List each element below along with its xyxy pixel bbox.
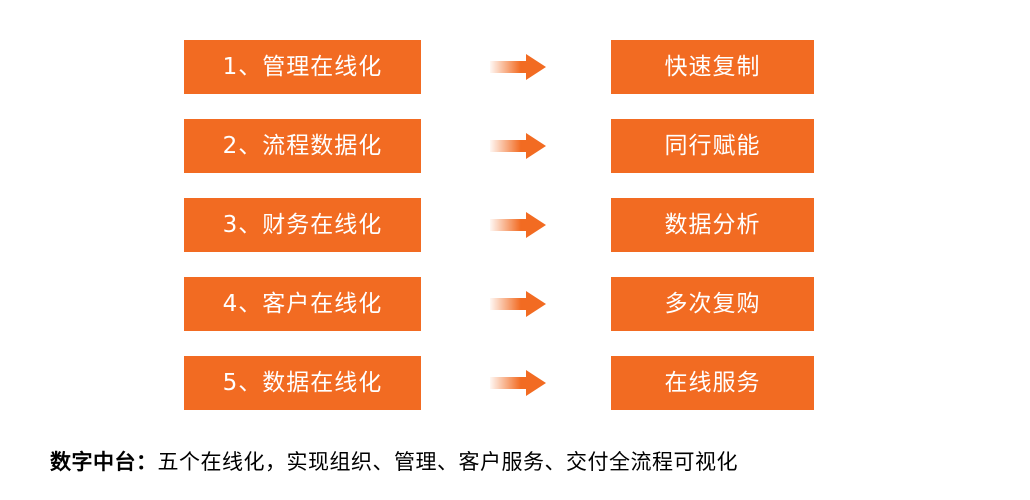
right-box-2: 同行赋能 <box>611 119 814 173</box>
right-arrow-icon <box>490 291 546 317</box>
right-arrow-icon <box>490 54 546 80</box>
right-box-5: 在线服务 <box>611 356 814 410</box>
right-box-3: 数据分析 <box>611 198 814 252</box>
right-box-4: 多次复购 <box>611 277 814 331</box>
right-arrow-icon <box>490 133 546 159</box>
footer-label: 数字中台： <box>50 450 158 474</box>
right-box-1: 快速复制 <box>611 40 814 94</box>
footer-caption: 数字中台：五个在线化，实现组织、管理、客户服务、交付全流程可视化 <box>50 446 738 476</box>
left-box-2: 2、流程数据化 <box>184 119 421 173</box>
footer-text: 五个在线化，实现组织、管理、客户服务、交付全流程可视化 <box>157 450 738 474</box>
left-box-4: 4、客户在线化 <box>184 277 421 331</box>
right-arrow-icon <box>490 370 546 396</box>
right-arrow-icon <box>490 212 546 238</box>
left-box-5: 5、数据在线化 <box>184 356 421 410</box>
left-box-3: 3、财务在线化 <box>184 198 421 252</box>
left-box-1: 1、管理在线化 <box>184 40 421 94</box>
